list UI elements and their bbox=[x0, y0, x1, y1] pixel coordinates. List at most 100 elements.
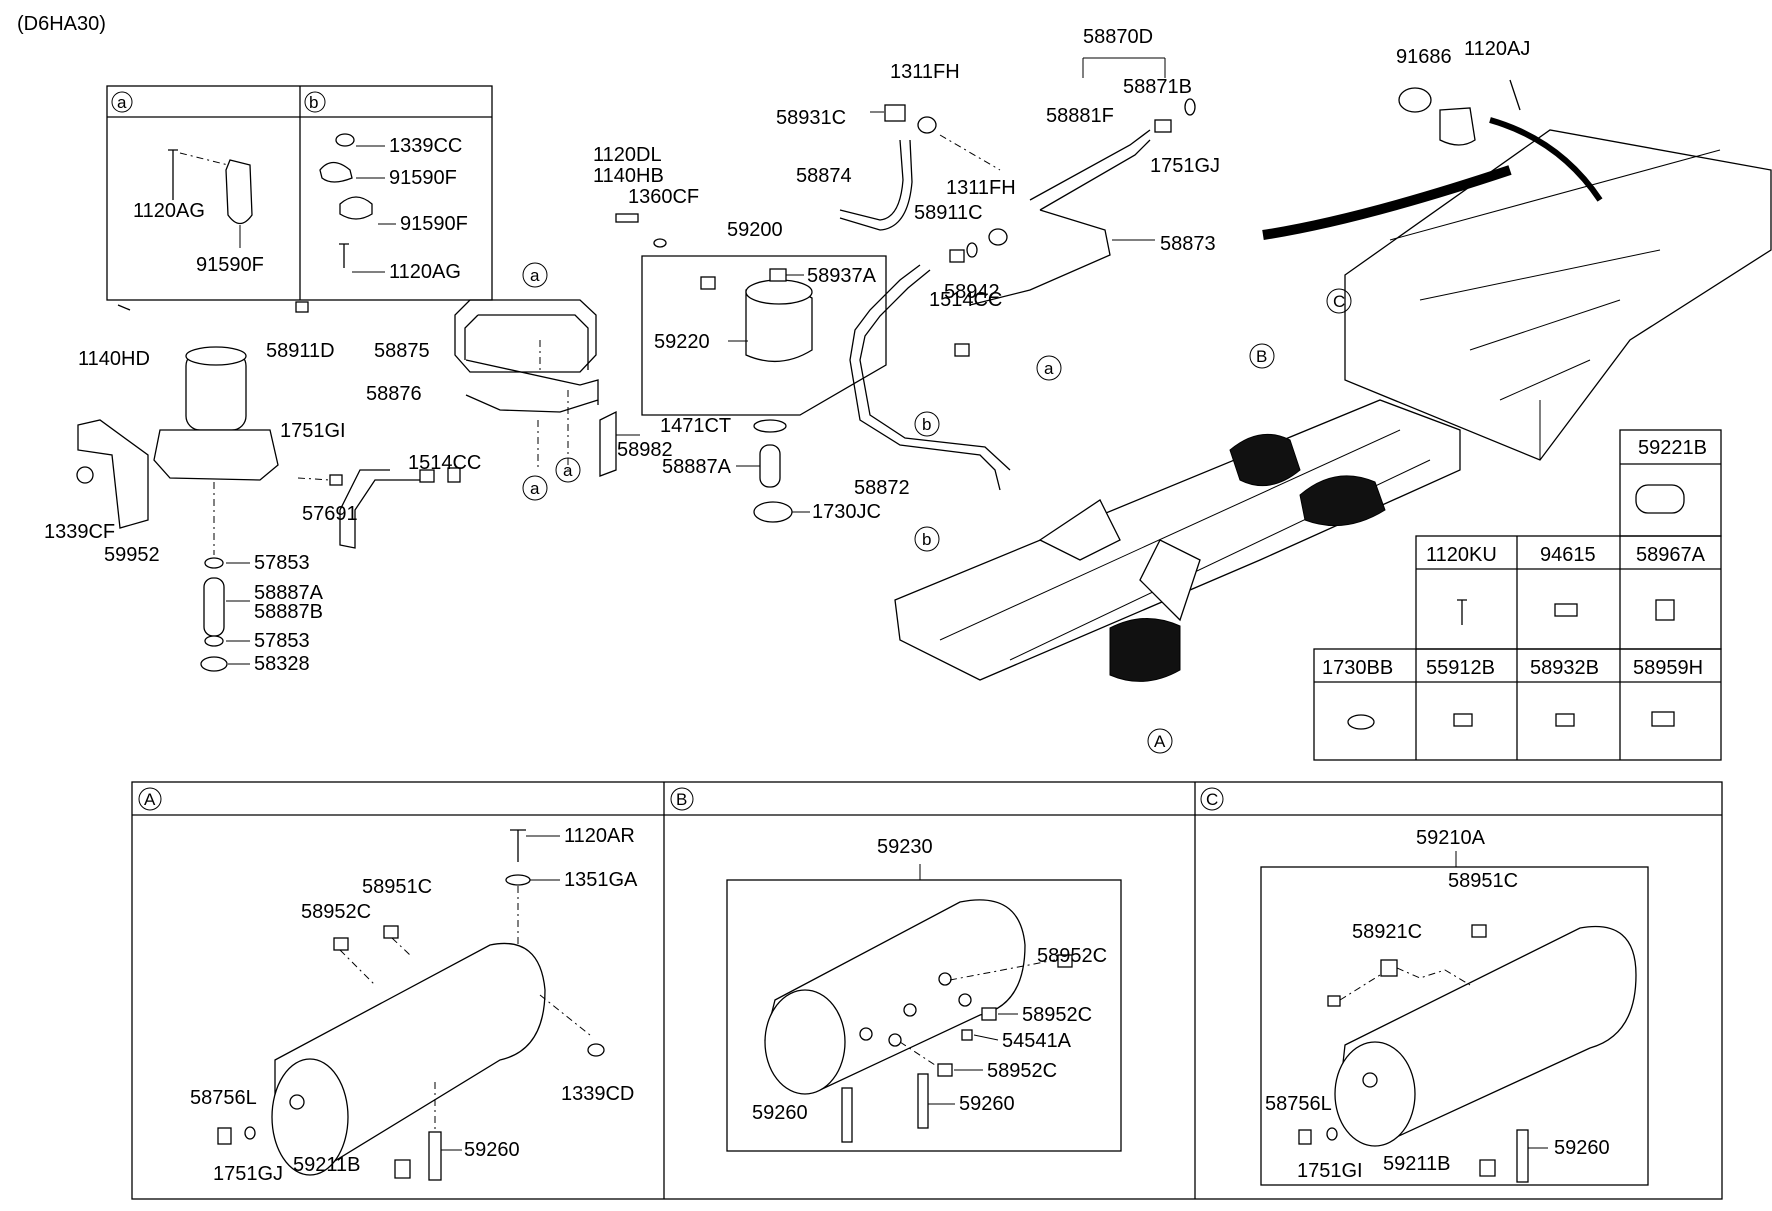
panel-b-label-0: 59230 bbox=[877, 836, 933, 858]
piping-label-5: 1360CF bbox=[628, 186, 699, 208]
panel-a-label-4: 1339CD bbox=[561, 1083, 634, 1105]
top-right-label-0: 91686 bbox=[1396, 46, 1452, 68]
box-b-label-1: 91590F bbox=[389, 167, 457, 189]
parts-table: 59221B 1120KU 94615 58967A 1730BB 55912B… bbox=[1313, 429, 1722, 761]
panel-a-label-6: 1751GJ bbox=[213, 1163, 283, 1185]
marker-B: B bbox=[1256, 347, 1267, 366]
box-b-label-3: 1120AG bbox=[389, 261, 461, 283]
table-row2-cell-0: 1730BB bbox=[1322, 657, 1393, 679]
panel-b-label-2: 58952C bbox=[1022, 1004, 1092, 1026]
dryer-label-5: 59952 bbox=[104, 544, 160, 566]
panel-c-label-6: 59260 bbox=[1554, 1137, 1610, 1159]
panel-b-label-5: 59260 bbox=[752, 1102, 808, 1124]
panel-a: A 1120AR 1351GA 58951C 58952C 1339CD 587… bbox=[138, 787, 638, 1185]
dryer-label-1: 58911D bbox=[266, 340, 335, 362]
upper-label-5: 58881F bbox=[1046, 105, 1114, 127]
piping-label-8: 59220 bbox=[654, 331, 710, 353]
inset-b-letter: b bbox=[309, 93, 318, 112]
dryer-label-8: 58887B bbox=[254, 601, 323, 623]
piping-label-7: 58937A bbox=[807, 265, 877, 287]
chassis-frame: 91686 1120AJ bbox=[894, 38, 1772, 682]
box-b-label-0: 1339CC bbox=[389, 135, 462, 157]
box-a-label-0: 1120AG bbox=[133, 200, 205, 222]
table-row2-cell-2: 58932B bbox=[1530, 657, 1599, 679]
panel-b-label-1: 58952C bbox=[1037, 945, 1107, 967]
panel-b-letter: B bbox=[676, 790, 687, 809]
upper-label-3: 58870D bbox=[1083, 26, 1153, 48]
upper-label-11: 1514CC bbox=[929, 289, 1002, 311]
upper-label-8: 58911C bbox=[914, 202, 983, 224]
panel-b-label-6: 59260 bbox=[959, 1093, 1015, 1115]
upper-label-10: 58873 bbox=[1160, 233, 1216, 255]
dryer-label-10: 58328 bbox=[254, 653, 310, 675]
upper-piping: 1311FH 58931C 58874 58870D 58871B 58881F… bbox=[776, 26, 1220, 499]
upper-label-6: 1751GJ bbox=[1150, 155, 1220, 177]
piping-label-3: 1120DL bbox=[593, 144, 662, 166]
table-row2-cell-3: 58959H bbox=[1633, 657, 1703, 679]
panel-a-label-8: 59260 bbox=[464, 1139, 520, 1161]
marker-b-0: b bbox=[922, 415, 931, 434]
box-b-label-2: 91590F bbox=[400, 213, 468, 235]
panel-c-letter: C bbox=[1206, 790, 1218, 809]
panel-b-label-4: 58952C bbox=[987, 1060, 1057, 1082]
panel-b: B 59230 58952C 58952C 54541A 58952C 5926… bbox=[670, 787, 1122, 1152]
box-a-label-1: 91590F bbox=[196, 254, 264, 276]
panel-c-label-5: 59211B bbox=[1383, 1153, 1450, 1175]
panel-a-letter: A bbox=[144, 790, 156, 809]
upper-label-4: 58871B bbox=[1123, 76, 1192, 98]
piping-label-1: 58876 bbox=[366, 383, 422, 405]
dryer-label-4: 1339CF bbox=[44, 521, 115, 543]
piping-label-9: 58982 bbox=[617, 439, 673, 461]
dryer-label-0: 1140HD bbox=[78, 348, 150, 370]
upper-label-12: 58872 bbox=[854, 477, 910, 499]
panel-c-label-2: 58921C bbox=[1352, 921, 1422, 943]
panel-a-label-5: 58756L bbox=[190, 1087, 257, 1109]
marker-C: C bbox=[1333, 292, 1345, 311]
bottom-panels bbox=[131, 781, 1723, 1200]
marker-a-1: a bbox=[530, 479, 540, 498]
panel-a-label-0: 1120AR bbox=[564, 825, 635, 847]
panel-a-label-1: 1351GA bbox=[564, 869, 638, 891]
upper-label-1: 58931C bbox=[776, 107, 846, 129]
table-row1-cell-0: 1120KU bbox=[1426, 544, 1497, 566]
panel-c-label-1: 58951C bbox=[1448, 870, 1518, 892]
piping-label-2: 1514CC bbox=[408, 452, 481, 474]
top-right-label-1: 1120AJ bbox=[1464, 38, 1530, 60]
panel-a-label-7: 59211B bbox=[293, 1154, 360, 1176]
marker-A: A bbox=[1154, 732, 1166, 751]
panel-a-label-3: 58952C bbox=[301, 901, 371, 923]
table-row1-cell-1: 94615 bbox=[1540, 544, 1596, 566]
loop-piping: 58875 58876 1514CC 1120DL 1140HB 1360CF … bbox=[339, 144, 887, 549]
upper-label-7: 1311FH bbox=[946, 177, 1016, 199]
panel-b-label-3: 54541A bbox=[1002, 1030, 1072, 1052]
table-top-cell: 59221B bbox=[1638, 437, 1707, 459]
dryer-label-6: 57853 bbox=[254, 552, 310, 574]
panel-a-label-2: 58951C bbox=[362, 876, 432, 898]
piping-label-10: 1471CT bbox=[660, 415, 731, 437]
marker-b-1: b bbox=[922, 530, 931, 549]
piping-label-0: 58875 bbox=[374, 340, 430, 362]
dryer-label-2: 1751GI bbox=[280, 420, 346, 442]
upper-label-0: 1311FH bbox=[890, 61, 960, 83]
piping-label-12: 1730JC bbox=[812, 501, 881, 523]
piping-label-4: 1140HB bbox=[593, 165, 664, 187]
dryer-label-9: 57853 bbox=[254, 630, 310, 652]
inset-a-letter: a bbox=[117, 93, 127, 112]
table-row1-cell-2: 58967A bbox=[1636, 544, 1706, 566]
dryer-label-3: 57691 bbox=[302, 503, 358, 525]
upper-label-2: 58874 bbox=[796, 165, 852, 187]
piping-label-11: 58887A bbox=[662, 456, 732, 478]
piping-label-6: 59200 bbox=[727, 219, 783, 241]
model-code: (D6HA30) bbox=[17, 13, 106, 35]
panel-c-label-3: 58756L bbox=[1265, 1093, 1332, 1115]
dryer-label-7: 58887A bbox=[254, 582, 324, 604]
upper-label-9: 58942 bbox=[944, 281, 1000, 303]
air-dryer-assembly: 1140HD 58911D 1751GI 57691 1339CF 59952 … bbox=[44, 301, 358, 675]
panel-c-label-0: 59210A bbox=[1416, 827, 1486, 849]
circle-markers: a a a a b b B C A bbox=[522, 262, 1352, 754]
inset-box-a-b: a b 1120AG 91590F 1339CC 91590F 91590F 1… bbox=[106, 85, 493, 301]
marker-a-0: a bbox=[530, 266, 540, 285]
panel-c: C 59210A 58951C 58921C 58756L 1751GI 592… bbox=[1200, 787, 1649, 1186]
table-row2-cell-1: 55912B bbox=[1426, 657, 1495, 679]
